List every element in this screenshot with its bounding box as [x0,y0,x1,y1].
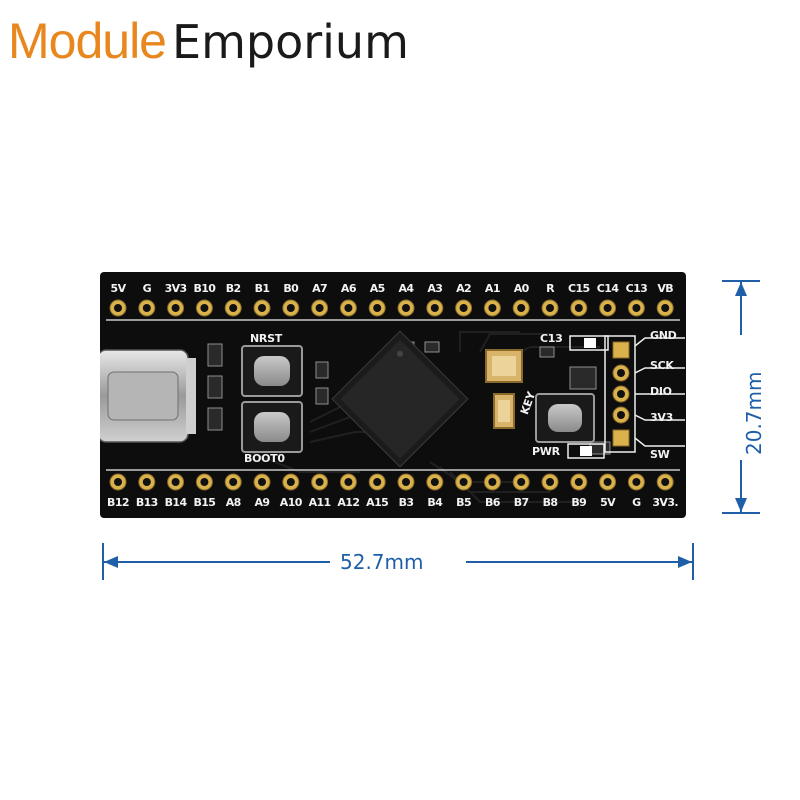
top-pin-label: C14 [596,282,619,295]
bottom-pin-label: 5V [600,496,616,509]
top-pin-pad-hole [488,304,497,312]
silk-boot0: BOOT0 [244,452,285,465]
top-pin-label: C13 [625,282,648,295]
bottom-pin-pad-hole [373,478,382,486]
bottom-pin-pad-hole [488,478,497,486]
silk-pwr: PWR [532,445,560,458]
pcb-board: NRST BOOT0 C13 KEY PWR GND SCK DIO 3V3 S… [100,272,686,518]
top-pin-pad-hole [517,304,526,312]
bottom-pin-label: A12 [337,496,360,509]
top-pin-label: A5 [369,282,386,295]
brand-logo: Module Emporium [8,12,409,82]
top-pin-pad-hole [430,304,439,312]
top-pin-pad-hole [229,304,238,312]
bottom-pin-label: A9 [254,496,271,509]
logo-emporium: Emporium [172,15,409,69]
bottom-pin-pad-hole [171,478,180,486]
top-pin-pad-hole [315,304,324,312]
top-pin-label: A2 [456,282,472,295]
swd-label-sw: SW [650,448,670,461]
top-pin-pad-hole [200,304,209,312]
bottom-pin-pad-hole [315,478,324,486]
bottom-pin-pad-hole [459,478,468,486]
bottom-pin-pad-hole [603,478,612,486]
bottom-pin-pad-hole [200,478,209,486]
top-pin-pad-hole [258,304,266,312]
bottom-pin-pad-hole [344,478,353,486]
bottom-pin-pad-hole [229,478,238,486]
top-pin-label: G [142,282,152,295]
bottom-pin-label: A15 [366,496,389,509]
top-pin-pad-hole [171,304,180,312]
bottom-pin-pad-hole [286,478,295,486]
top-pin-label: B1 [254,282,270,295]
top-pin-pad-hole [344,304,353,312]
top-pin-label: 5V [110,282,127,295]
top-pin-pad-hole [574,304,583,312]
height-dimension-label: 20.7mm [742,371,766,456]
top-pin-pad-hole [142,304,151,312]
top-pin-label: B2 [225,282,241,295]
bottom-pin-label: B8 [542,496,558,509]
bottom-pin-label: A10 [279,496,303,509]
top-pin-pad-hole [603,304,612,312]
top-pin-pad-hole [286,304,295,312]
top-pin-pad-hole [114,304,122,312]
silk-c13: C13 [540,332,563,345]
top-pin-pad-hole [632,304,641,312]
bottom-pin-label: B12 [107,496,130,509]
bottom-pin-label: B7 [513,496,529,509]
bottom-pin-label: B9 [571,496,587,509]
bottom-pin-pad-hole [632,478,641,486]
top-pin-pad-hole [459,304,468,312]
bottom-pin-pad-hole [258,478,266,486]
bottom-pin-label: A11 [308,496,332,509]
top-pin-pad-hole [546,304,554,312]
bottom-pin-label: 3V3. [652,496,678,509]
bottom-pin-pad-hole [114,478,122,486]
logo-module: Module [8,13,167,69]
swd-label-dio: DIO [650,385,672,398]
bottom-pin-pad-hole [546,478,554,486]
top-pin-label: C15 [568,282,590,295]
bottom-pin-pad-hole [517,478,526,486]
top-pin-label: A6 [340,282,357,295]
bottom-pin-label: B15 [193,496,216,509]
top-pin-label: B0 [283,282,299,295]
top-pin-label: VB [657,282,674,295]
top-pin-label: A0 [513,282,530,295]
bottom-pin-pad-hole [402,478,410,486]
top-pin-label: A4 [398,282,415,295]
bottom-pin-label: A8 [225,496,242,509]
bottom-pin-label: B4 [427,496,443,509]
bottom-pin-label: B6 [484,496,500,509]
bottom-pin-label: B5 [456,496,472,509]
width-dimension-label: 52.7mm [340,550,424,574]
bottom-pin-label: G [632,496,641,509]
bottom-pin-label: B14 [164,496,188,509]
top-pin-label: A1 [484,282,501,295]
pcb-graphic [100,272,686,518]
bottom-pin-pad-hole [142,478,151,486]
bottom-pin-pad-hole [574,478,583,486]
top-pin-label: A3 [427,282,443,295]
swd-label-sck: SCK [650,359,674,372]
top-pin-label: 3V3 [164,282,188,295]
swd-label-gnd: GND [650,329,677,342]
silk-nrst: NRST [250,332,282,345]
top-pin-label: B10 [193,282,216,295]
bottom-pin-label: B3 [398,496,414,509]
top-pin-pad-hole [373,304,382,312]
top-pin-pad-hole [661,304,670,312]
bottom-pin-pad-hole [661,478,670,486]
swd-label-3v3: 3V3 [650,411,673,424]
bottom-pin-label: B13 [135,496,159,509]
top-pin-label: A7 [312,282,328,295]
top-pin-label: R [546,282,554,295]
bottom-pin-pad-hole [430,478,439,486]
top-pin-pad-hole [402,304,410,312]
